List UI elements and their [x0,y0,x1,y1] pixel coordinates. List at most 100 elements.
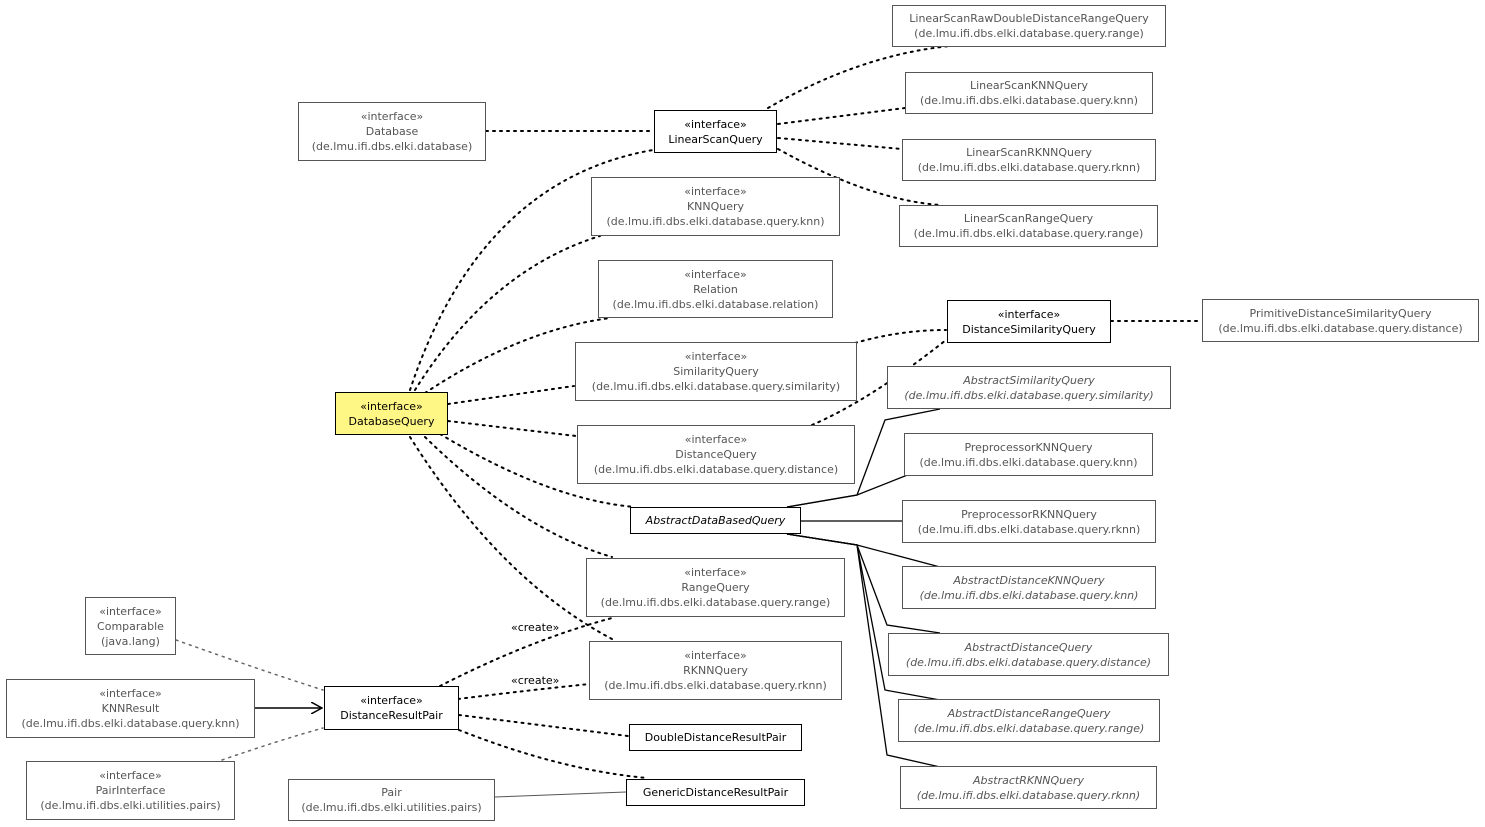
class-name: PreprocessorKNNQuery [964,440,1093,454]
edge-absdatabased-prepknn [786,473,911,508]
edge-linearscan-lsrknn [777,137,903,150]
class-name: DistanceResultPair [340,709,443,722]
class-name: Database [365,125,419,138]
node-rknn-query[interactable]: «interface» RKNNQuery (de.lmu.ifi.dbs.el… [589,641,842,700]
package-name: (de.lmu.ifi.dbs.elki.database.query.knn) [606,215,825,228]
class-name: PreprocessorRKNNQuery [961,507,1097,521]
edge-absdatabased-absrknn [786,533,941,768]
class-name: LinearScanQuery [668,132,763,146]
node-abstract-rknn-query[interactable]: AbstractRKNNQuery (de.lmu.ifi.dbs.elki.d… [900,766,1157,809]
node-preprocessor-knn-query[interactable]: PreprocessorKNNQuery (de.lmu.ifi.dbs.elk… [904,433,1153,476]
stereotype-label: «interface» [360,399,423,413]
node-range-query[interactable]: «interface» RangeQuery (de.lmu.ifi.dbs.e… [586,558,845,617]
stereotype-label: «interface» [99,769,162,782]
class-name: Comparable [97,619,164,633]
node-similarity-query[interactable]: «interface» SimilarityQuery (de.lmu.ifi.… [575,342,857,401]
class-name: LinearScanRawDoubleDistanceRangeQuery [909,12,1149,25]
stereotype-label: «interface» [684,185,747,198]
package-name: (de.lmu.ifi.dbs.elki.database.query.rang… [913,227,1144,240]
node-linearscan-rawdouble-range-query[interactable]: LinearScanRawDoubleDistanceRangeQuery (d… [892,5,1166,47]
node-pair-interface[interactable]: «interface» PairInterface (de.lmu.ifi.db… [26,761,235,820]
node-abstract-distance-query[interactable]: AbstractDistanceQuery (de.lmu.ifi.dbs.el… [888,633,1169,676]
edge-linearscan-lsknn [777,107,906,125]
edge-linearscan-lsrange [777,148,941,206]
edge-pairinterface-drp [221,727,324,761]
package-name: (de.lmu.ifi.dbs.elki.database.query.rang… [914,27,1144,40]
node-linearscan-rknn-query[interactable]: LinearScanRKNNQuery (de.lmu.ifi.dbs.elki… [902,139,1156,181]
class-name: Relation [693,282,738,296]
package-name: (de.lmu.ifi.dbs.elki.database.query.rknn… [917,522,1141,536]
node-knn-query[interactable]: «interface» KNNQuery (de.lmu.ifi.dbs.elk… [591,177,840,236]
class-name: AbstractDistanceKNNQuery [953,573,1105,587]
node-abstract-databased-query[interactable]: AbstractDataBasedQuery [630,507,801,534]
package-name: (de.lmu.ifi.dbs.elki.database.query.rang… [600,596,831,609]
package-name: (de.lmu.ifi.dbs.elki.database.query.dist… [593,463,839,476]
package-name: (de.lmu.ifi.dbs.elki.database.query.simi… [591,380,841,393]
package-name: (de.lmu.ifi.dbs.elki.database.query.knn) [21,717,240,730]
edge-dbq-distance [447,420,577,437]
class-name: AbstractSimilarityQuery [963,373,1095,387]
node-abstract-distance-knn-query[interactable]: AbstractDistanceKNNQuery (de.lmu.ifi.dbs… [902,566,1156,609]
class-name: AbstractDistanceQuery [964,640,1093,654]
package-name: (de.lmu.ifi.dbs.elki.database.query.rknn… [917,161,1141,174]
edge-dbq-rknn [409,436,613,640]
class-name: GenericDistanceResultPair [642,786,789,799]
package-name: (de.lmu.ifi.dbs.elki.database.query.knn) [919,455,1138,469]
package-name: (java.lang) [101,634,160,648]
class-name: KNNQuery [686,200,745,213]
edge-distance-distsim [811,339,947,426]
edge-dbq-knn [414,235,601,391]
class-name: DistanceQuery [675,448,757,461]
edge-drp-doublepair [458,714,629,737]
stereotype-label: «interface» [684,117,747,131]
class-name: Pair [381,786,402,799]
node-database-query[interactable]: «interface» DatabaseQuery [335,392,448,435]
edge-drp-range [439,617,613,687]
node-distance-query[interactable]: «interface» DistanceQuery (de.lmu.ifi.db… [577,425,855,484]
node-linearscan-query[interactable]: «interface» LinearScanQuery [654,110,777,153]
node-primitive-distance-similarity-query[interactable]: PrimitiveDistanceSimilarityQuery (de.lmu… [1202,299,1479,342]
node-distance-similarity-query[interactable]: «interface» DistanceSimilarityQuery [947,300,1111,343]
class-name: RKNNQuery [683,664,748,677]
node-knn-result[interactable]: «interface» KNNResult (de.lmu.ifi.dbs.el… [6,679,255,738]
node-relation[interactable]: «interface» Relation (de.lmu.ifi.dbs.elk… [598,260,833,318]
stereotype-label: «interface» [684,649,747,662]
class-name: AbstractRKNNQuery [973,773,1084,787]
edge-similarity-distsim [854,329,947,344]
edge-dbq-similarity [447,385,575,405]
package-name: (de.lmu.ifi.dbs.elki.database.relation) [612,297,819,311]
package-name: (de.lmu.ifi.dbs.elki.database.query.dist… [905,655,1152,669]
package-name: (de.lmu.ifi.dbs.elki.utilities.pairs) [301,801,482,814]
create-label: «create» [511,621,560,634]
node-comparable[interactable]: «interface» Comparable (java.lang) [85,597,176,655]
package-name: (de.lmu.ifi.dbs.elki.database.query.knn) [920,94,1138,107]
create-label: «create» [511,674,560,687]
node-preprocessor-rknn-query[interactable]: PreprocessorRKNNQuery (de.lmu.ifi.dbs.el… [902,500,1156,543]
class-name: AbstractDataBasedQuery [645,514,786,527]
stereotype-label: «interface» [684,566,747,579]
node-database[interactable]: «interface» Database (de.lmu.ifi.dbs.elk… [298,102,486,161]
node-generic-distance-result-pair[interactable]: GenericDistanceResultPair [626,779,805,806]
node-abstract-distance-range-query[interactable]: AbstractDistanceRangeQuery (de.lmu.ifi.d… [898,699,1160,742]
stereotype-label: «interface» [684,350,748,363]
class-name: PairInterface [95,784,166,797]
node-linearscan-range-query[interactable]: LinearScanRangeQuery (de.lmu.ifi.dbs.elk… [899,205,1158,247]
class-name: RangeQuery [681,581,750,594]
class-name: AbstractDistanceRangeQuery [947,706,1111,720]
package-name: (de.lmu.ifi.dbs.elki.database.query.simi… [904,388,1154,402]
edge-linearscan-rawdouble [767,45,951,109]
node-abstract-similarity-query[interactable]: AbstractSimilarityQuery (de.lmu.ifi.dbs.… [887,366,1171,409]
node-double-distance-result-pair[interactable]: DoubleDistanceResultPair [629,724,802,751]
edge-drp-genericpair [458,729,648,779]
edge-dbq-range [424,436,613,558]
class-name: SimilarityQuery [673,365,759,378]
node-distance-result-pair[interactable]: «interface» DistanceResultPair [324,686,459,730]
stereotype-label: «interface» [997,307,1061,321]
package-name: (de.lmu.ifi.dbs.elki.database) [311,140,473,153]
package-name: (de.lmu.ifi.dbs.elki.database.query.rknn… [916,788,1141,802]
node-pair[interactable]: Pair (de.lmu.ifi.dbs.elki.utilities.pair… [288,779,495,821]
stereotype-label: «interface» [684,267,747,281]
edge-dbq-linearscan [409,149,654,391]
node-linearscan-knn-query[interactable]: LinearScanKNNQuery (de.lmu.ifi.dbs.elki.… [905,72,1153,114]
